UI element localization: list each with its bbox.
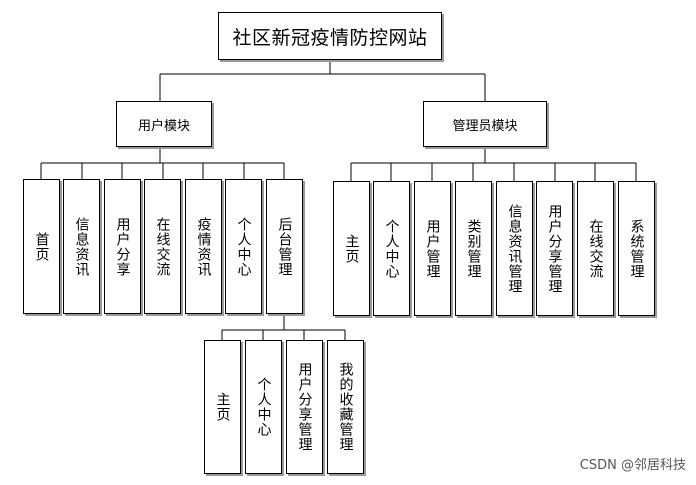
admin-item-label: 系统管理 (628, 218, 645, 279)
backend-item-share: 用户分享管理 (286, 340, 323, 474)
backend-item-label: 主页 (214, 392, 231, 422)
user-item-label: 用户分享 (114, 216, 131, 277)
backend-item-home: 主页 (204, 340, 241, 474)
backend-item-profile: 个人中心 (245, 340, 282, 474)
admin-item-users: 用户管理 (414, 181, 451, 316)
admin-module-node: 管理员模块 (423, 101, 547, 147)
admin-item-label: 用户管理 (424, 218, 441, 279)
root-node: 社区新冠疫情防控网站 (218, 12, 442, 60)
root-title: 社区新冠疫情防控网站 (232, 26, 428, 49)
user-item-label: 在线交流 (154, 216, 171, 277)
admin-item-news: 信息资讯管理 (496, 181, 533, 316)
user-item-label: 首页 (33, 231, 50, 262)
admin-item-label: 主页 (343, 233, 360, 264)
user-item-label: 后台管理 (276, 216, 293, 277)
user-item-share: 用户分享 (104, 179, 141, 314)
admin-module-title: 管理员模块 (452, 118, 518, 134)
admin-item-label: 个人中心 (383, 218, 400, 279)
admin-item-label: 在线交流 (587, 218, 604, 279)
admin-item-label: 信息资讯管理 (506, 203, 523, 294)
user-item-epidemic-news: 疫情资讯 (185, 179, 222, 314)
admin-item-label: 类别管理 (465, 218, 482, 279)
backend-item-label: 我的收藏管理 (337, 362, 354, 452)
watermark: CSDN @邻居科技 (579, 458, 686, 473)
backend-item-label: 用户分享管理 (296, 362, 313, 452)
admin-item-home: 主页 (333, 181, 370, 316)
user-item-chat: 在线交流 (144, 179, 181, 314)
admin-item-chat: 在线交流 (577, 181, 614, 316)
admin-item-label: 用户分享管理 (546, 203, 563, 294)
admin-item-profile: 个人中心 (373, 181, 410, 316)
user-module-title: 用户模块 (137, 118, 190, 134)
user-item-label: 个人中心 (235, 216, 252, 277)
user-module-node: 用户模块 (116, 101, 212, 147)
user-item-profile: 个人中心 (225, 179, 262, 314)
backend-item-favorites: 我的收藏管理 (327, 340, 364, 474)
user-item-home: 首页 (23, 179, 60, 314)
admin-item-share: 用户分享管理 (536, 181, 573, 316)
user-item-label: 信息资讯 (73, 216, 90, 277)
admin-item-system: 系统管理 (618, 181, 655, 316)
user-item-backend: 后台管理 (266, 179, 303, 314)
user-item-label: 疫情资讯 (195, 216, 212, 277)
admin-item-categories: 类别管理 (455, 181, 492, 316)
user-item-news: 信息资讯 (63, 179, 100, 314)
backend-item-label: 个人中心 (255, 377, 272, 437)
